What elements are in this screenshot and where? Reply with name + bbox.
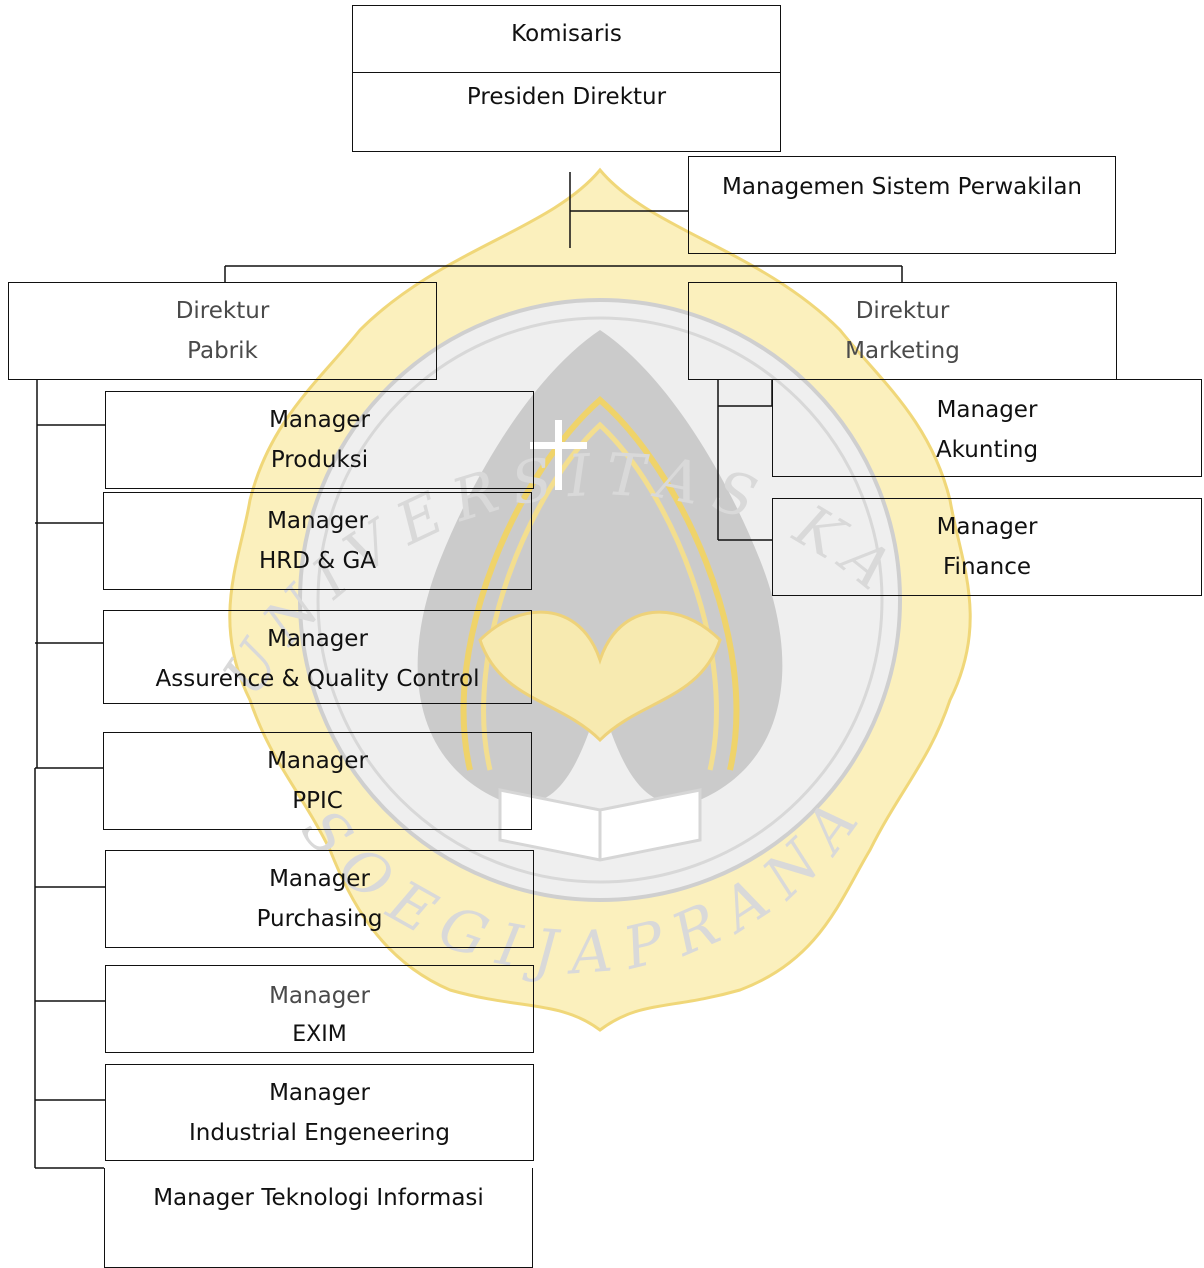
- manager-purchasing-box: Manager Purchasing: [105, 850, 534, 948]
- manager-industrial-engeneering-title: Manager: [269, 1080, 370, 1106]
- manager-assurence-quality-control-box: Manager Assurence & Quality Control: [103, 610, 532, 704]
- manager-purchasing-title: Manager: [269, 866, 370, 892]
- manager-assurence-quality-control-unit: Assurence & Quality Control: [155, 666, 480, 692]
- manager-purchasing-unit: Purchasing: [256, 906, 383, 932]
- komisaris-box: Komisaris: [352, 5, 781, 73]
- manager-akunting-unit: Akunting: [935, 437, 1039, 463]
- managemen-sistem-perwakilan-box: Managemen Sistem Perwakilan: [688, 156, 1116, 254]
- manager-finance-unit: Finance: [943, 554, 1031, 580]
- direktur-marketing-title: Direktur: [855, 298, 950, 324]
- manager-ppic-title: Manager: [267, 748, 368, 774]
- manager-finance-box: Manager Finance: [772, 498, 1202, 596]
- manager-akunting-title: Manager: [936, 397, 1038, 423]
- manager-produksi-title: Manager: [269, 407, 370, 433]
- manager-assurence-quality-control-title: Manager: [267, 626, 368, 652]
- direktur-marketing-box: Direktur Marketing: [688, 282, 1117, 380]
- manager-exim-title: Manager: [269, 983, 370, 1009]
- manager-hrd-ga-unit: HRD & GA: [258, 548, 377, 574]
- manager-produksi-box: Manager Produksi: [105, 391, 534, 489]
- manager-industrial-engeneering-unit: Industrial Engeneering: [189, 1120, 450, 1146]
- manager-hrd-ga-box: Manager HRD & GA: [103, 492, 532, 590]
- manager-teknologi-informasi-label: Manager Teknologi Informasi: [153, 1185, 484, 1211]
- manager-exim-unit: EXIM: [292, 1022, 347, 1047]
- manager-hrd-ga-title: Manager: [267, 508, 368, 534]
- seal-inner-field: [298, 298, 902, 902]
- presiden-direktur-box: Presiden Direktur: [352, 71, 781, 152]
- manager-exim-box: Manager EXIM: [105, 965, 534, 1053]
- manager-produksi-unit: Produksi: [270, 447, 369, 473]
- manager-ppic-box: Manager PPIC: [103, 732, 532, 830]
- manager-teknologi-informasi-box: Manager Teknologi Informasi: [104, 1168, 533, 1268]
- komisaris-label: Komisaris: [511, 21, 622, 47]
- direktur-marketing-unit: Marketing: [845, 338, 960, 364]
- manager-industrial-engeneering-box: Manager Industrial Engeneering: [105, 1064, 534, 1161]
- manager-finance-title: Manager: [936, 514, 1038, 540]
- presiden-direktur-label: Presiden Direktur: [466, 84, 667, 110]
- managemen-sistem-perwakilan-label: Managemen Sistem Perwakilan: [722, 174, 1082, 200]
- direktur-pabrik-box: Direktur Pabrik: [8, 282, 437, 380]
- direktur-pabrik-unit: Pabrik: [187, 338, 258, 364]
- direktur-pabrik-title: Direktur: [175, 298, 270, 324]
- manager-akunting-box: Manager Akunting: [772, 379, 1202, 477]
- manager-ppic-unit: PPIC: [292, 788, 343, 814]
